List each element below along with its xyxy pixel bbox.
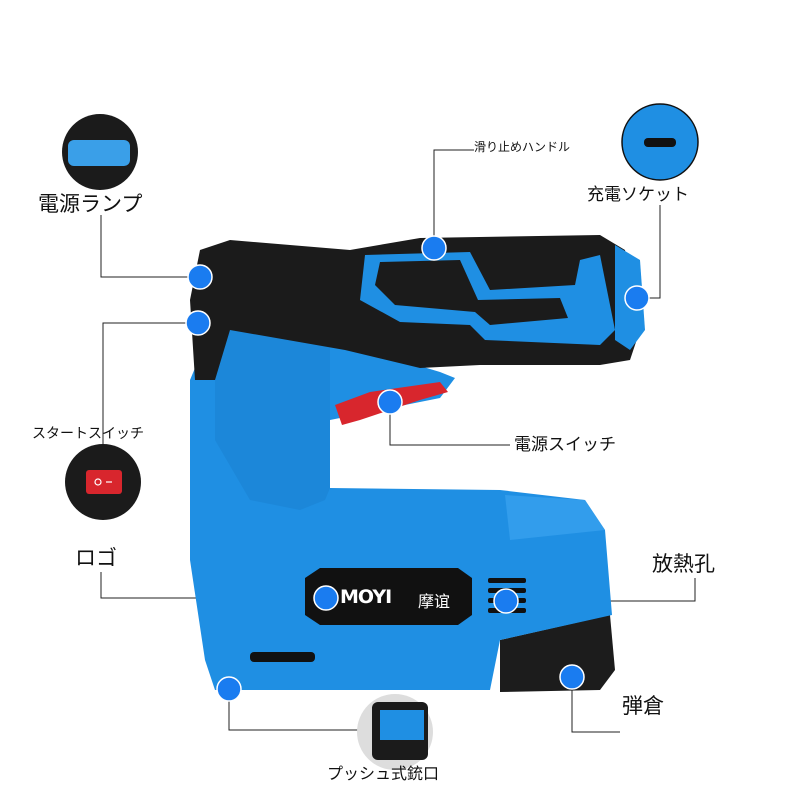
marker-charging-socket [624, 285, 650, 311]
label-logo: ロゴ [75, 546, 117, 570]
logo-brand: MOYI [340, 586, 392, 608]
nozzle-slot [250, 652, 315, 662]
marker-logo [313, 585, 339, 611]
label-vents: 放熱孔 [652, 552, 715, 576]
logo-cn: 摩谊 [418, 592, 451, 611]
marker-vents [493, 588, 519, 614]
label-charging-socket: 充電ソケット [587, 185, 689, 205]
label-power-switch: 電源スイッチ [514, 435, 616, 455]
start-switch-detail [65, 444, 141, 520]
charging-socket-detail [621, 103, 699, 181]
marker-power-switch [377, 389, 403, 415]
label-grip-handle: 滑り止めハンドル [474, 140, 571, 154]
marker-start-switch [185, 310, 211, 336]
power-lamp-detail [62, 114, 138, 190]
marker-power-lamp [187, 264, 213, 290]
logo-plate [305, 568, 472, 625]
marker-grip-handle [421, 235, 447, 261]
label-power-lamp: 電源ランプ [38, 192, 143, 216]
marker-magazine [559, 664, 585, 690]
magazine-part [500, 615, 615, 692]
label-push-nozzle: プッシュ式銃口 [327, 764, 440, 783]
label-magazine: 弾倉 [622, 694, 664, 718]
marker-push-nozzle [216, 676, 242, 702]
push-nozzle-detail [357, 694, 433, 770]
label-start-switch: スタートスイッチ [32, 426, 144, 442]
